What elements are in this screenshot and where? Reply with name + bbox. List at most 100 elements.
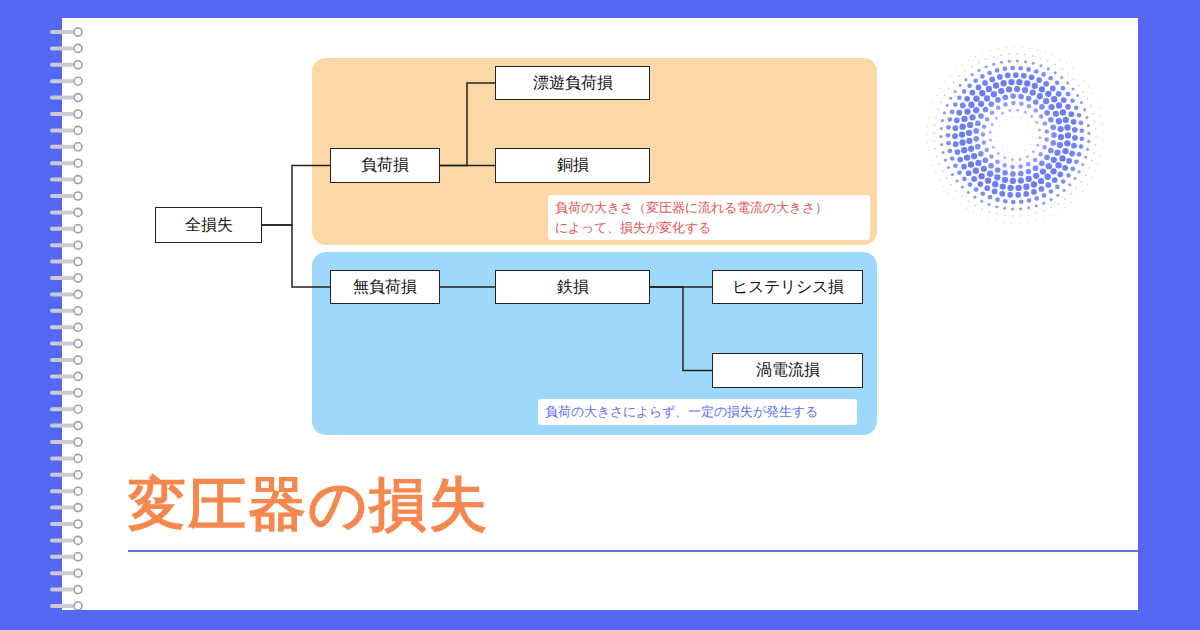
ornament-dot (1068, 183, 1071, 186)
ornament-dot (1010, 66, 1015, 71)
ring-loop (74, 290, 82, 298)
ornament-dot (934, 124, 935, 125)
ornament-dot (1038, 136, 1041, 139)
ornament-dot (1027, 121, 1028, 122)
ring-bar (50, 178, 74, 182)
ring-loop (74, 553, 82, 561)
ornament-dot (1003, 207, 1006, 210)
ornament-dot (1066, 63, 1067, 64)
ornament-dot (1050, 168, 1056, 174)
ornament-dot (980, 74, 985, 79)
ornament-dot (968, 60, 969, 61)
ornament-dot (1088, 86, 1089, 87)
ornament-dot (970, 90, 976, 96)
ring-bar (50, 145, 74, 149)
ornament-dot (1013, 46, 1014, 47)
ornament-dot (1066, 158, 1072, 164)
ornament-dot (1044, 110, 1050, 116)
ornament-dot (1059, 155, 1065, 161)
ornament-dot (998, 48, 999, 49)
ornament-dot (1003, 66, 1008, 71)
ring-loop (74, 176, 82, 184)
ornament-dot (1002, 94, 1008, 100)
ring-bar (50, 227, 74, 231)
ornament-dot (950, 110, 955, 115)
ring-loop (74, 94, 82, 102)
ornament-dot (1038, 152, 1043, 157)
ornament-dot (1102, 139, 1103, 140)
ornament-dot (1079, 121, 1084, 126)
ornament-dot (1035, 204, 1038, 207)
ornament-dot (1049, 189, 1054, 194)
ornament-dot (984, 185, 990, 191)
ornament-dot (1087, 98, 1088, 99)
ring-bar (50, 96, 74, 100)
ring-bar (50, 46, 74, 50)
ornament-dot (1050, 215, 1051, 216)
ornament-dot (943, 186, 944, 187)
ornament-dot (939, 135, 942, 138)
ornament-dot (1073, 79, 1074, 80)
ornament-dot (995, 117, 998, 120)
ornament-dot (948, 149, 953, 154)
ornament-dot (1054, 71, 1057, 74)
ornament-dot (961, 147, 967, 153)
ornament-dot (1023, 191, 1029, 197)
ornament-dot (1052, 55, 1053, 56)
ornament-dot (1064, 207, 1065, 208)
ornament-dot (1001, 112, 1004, 115)
ornament-dot (1024, 54, 1025, 55)
ornament-dot (1026, 169, 1032, 175)
ornament-dot (1053, 111, 1059, 117)
ornament-dot (1018, 66, 1023, 71)
ornament-dot (961, 185, 964, 188)
ornament-dot (1065, 104, 1071, 110)
ornament-dot (929, 157, 930, 158)
ornament-dot (946, 125, 951, 130)
ornament-dot (1008, 54, 1009, 55)
ornament-dot (1008, 60, 1011, 63)
box-label: 全損失 (185, 215, 233, 236)
ring-bar (50, 358, 74, 362)
box-label: 銅損 (557, 155, 589, 176)
ornament-dot (946, 133, 951, 138)
ornament-dot (962, 89, 967, 94)
ornament-dot (1100, 116, 1101, 117)
ornament-dot (1061, 86, 1066, 91)
ornament-dot (1037, 49, 1038, 50)
ornament-dot (1043, 81, 1049, 87)
ornament-dot (1080, 101, 1083, 104)
ornament-dot (986, 86, 992, 92)
dot-ornament (925, 45, 1105, 225)
ornament-dot (1072, 68, 1073, 69)
ornament-dot (932, 165, 933, 166)
ornament-dot (1031, 189, 1037, 195)
ring-loop (74, 258, 82, 266)
ornament-dot (953, 125, 959, 131)
ring-bar (50, 489, 74, 493)
ornament-dot (974, 205, 975, 206)
ring-bar (50, 604, 74, 608)
ornament-dot (976, 85, 982, 91)
ornament-dot (961, 164, 967, 170)
tree-connector (262, 225, 330, 287)
ornament-dot (1012, 215, 1013, 216)
ornament-dot (952, 133, 958, 139)
ornament-dot (988, 218, 989, 219)
ornament-dot (1092, 113, 1093, 114)
ornament-dot (1058, 203, 1059, 204)
ornament-dot (1030, 115, 1033, 118)
ornament-dot (1035, 121, 1038, 124)
ornament-dot (953, 102, 958, 107)
ornament-dot (942, 171, 943, 172)
box-label: 負荷損 (361, 155, 409, 176)
ornament-dot (1083, 80, 1084, 81)
ornament-dot (1016, 79, 1022, 85)
ornament-dot (1005, 119, 1006, 120)
ornament-dot (941, 119, 944, 122)
ornament-dot (1039, 64, 1042, 67)
ring-loop (74, 356, 82, 364)
ornament-dot (957, 170, 962, 175)
ornament-dot (978, 62, 979, 63)
ornament-dot (964, 96, 970, 102)
